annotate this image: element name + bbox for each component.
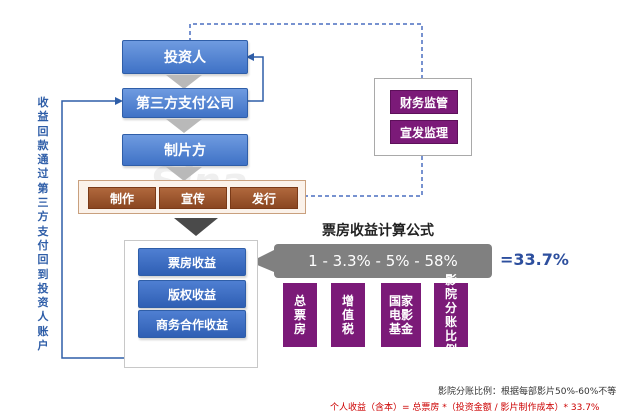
- formula-expression: 1 - 3.3% - 5% - 58%: [274, 244, 492, 278]
- revenue-box-copyright: 版权收益: [138, 280, 246, 308]
- chevron-down-icon: [174, 218, 218, 236]
- side-note: 收益回款通过第三方支付回到投资人账户: [37, 96, 49, 353]
- arrowhead-to-investor: [246, 53, 254, 61]
- investor-box: 投资人: [122, 40, 248, 74]
- label-total-boxoffice: 总票房: [283, 283, 317, 347]
- revenue-box-business: 商务合作收益: [138, 310, 246, 338]
- label-vat: 增值税: [331, 283, 365, 347]
- formula-callout-pointer: [250, 250, 274, 272]
- arrow-revenue-to-payment: [61, 100, 138, 359]
- formula-title: 票房收益计算公式: [322, 223, 434, 239]
- production-step-make: 制作: [88, 187, 156, 209]
- label-cinema-share: 影院分账比例: [434, 273, 468, 357]
- producer-box: 制片方: [122, 134, 248, 166]
- payment-company-box: 第三方支付公司: [122, 88, 248, 118]
- regulation-box-finance: 财务监管: [390, 90, 458, 114]
- dashed-link-regulation-production: [305, 156, 423, 197]
- note-personal-income: 个人收益（含本）= 总票房 *（投资金额 / 影片制作成本）* 33.7%: [330, 403, 600, 413]
- formula-result: =33.7%: [500, 250, 569, 269]
- regulation-box-promotion: 宣发监理: [390, 120, 458, 144]
- label-film-fund: 国家电影基金: [381, 283, 421, 347]
- production-step-distribute: 发行: [230, 187, 298, 209]
- revenue-box-boxoffice: 票房收益: [138, 248, 246, 276]
- production-step-promote: 宣传: [159, 187, 227, 209]
- chevron-down-icon: [166, 119, 202, 133]
- dashed-link-investor-regulation: [189, 23, 423, 78]
- arrowhead-to-payment: [115, 97, 123, 105]
- chevron-down-icon: [166, 75, 202, 89]
- arrow-payment-to-investor: [246, 56, 264, 102]
- note-cinema-share: 影院分账比例：根据每部影片50%-60%不等: [438, 387, 617, 397]
- chevron-down-icon: [166, 167, 202, 181]
